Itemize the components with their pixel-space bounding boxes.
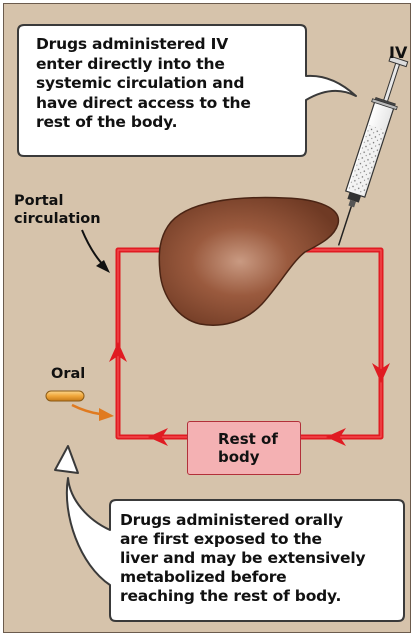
- oral-label: Oral: [51, 366, 85, 382]
- rest-of-body-label: Rest of body: [218, 430, 300, 466]
- oral-callout-text: Drugs administered orally are first expo…: [120, 511, 400, 606]
- portal-circulation-label: Portal circulation: [14, 192, 101, 228]
- rest-of-body-box: Rest of body: [187, 421, 301, 475]
- portal-pointer-head: [96, 260, 110, 273]
- oral-entry-arrow-head: [99, 408, 114, 421]
- iv-callout-text: Drugs administered IV enter directly int…: [36, 35, 276, 133]
- iv-label: IV: [389, 43, 407, 62]
- pill-icon: [46, 391, 84, 401]
- liver: [159, 198, 338, 326]
- oral-callout-tail-arrow: [55, 446, 78, 473]
- oral-entry-arrow-line: [72, 405, 100, 414]
